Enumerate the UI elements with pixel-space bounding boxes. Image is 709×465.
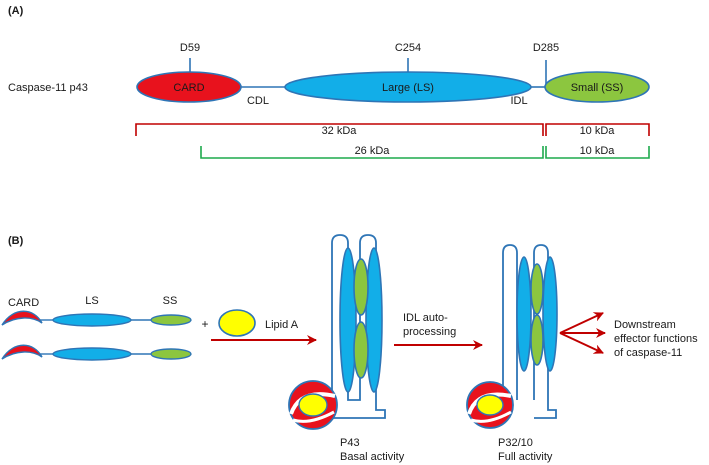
p43-activity: Basal activity bbox=[340, 451, 405, 463]
p43-name: P43 bbox=[340, 437, 360, 449]
p32-name: P32/10 bbox=[498, 437, 533, 449]
idl-label: IDL bbox=[510, 95, 527, 107]
monomer-ss-label: SS bbox=[163, 295, 178, 307]
idl-processing-line2: processing bbox=[403, 326, 456, 338]
lipid-a-label: Lipid A bbox=[265, 319, 299, 331]
cdl-label: CDL bbox=[247, 95, 269, 107]
site-d59: D59 bbox=[180, 42, 200, 54]
red-bracket-10kda bbox=[545, 123, 650, 136]
small-domain-label: Small (SS) bbox=[571, 82, 624, 94]
large-domain-label: Large (LS) bbox=[382, 82, 434, 94]
small-domain bbox=[544, 71, 650, 103]
red-bracket-32kda bbox=[135, 123, 544, 136]
panel-a-label: (A) bbox=[8, 5, 24, 17]
protein-name: Caspase-11 p43 bbox=[8, 82, 88, 94]
fragment-32kda: 32 kDa bbox=[322, 125, 358, 137]
site-c254: C254 bbox=[395, 42, 421, 54]
monomer-ls-label: LS bbox=[85, 295, 98, 307]
monomer-2-card-crescent bbox=[1, 344, 43, 360]
p43-lipid-a bbox=[298, 393, 328, 417]
green-bracket-10kda bbox=[545, 146, 650, 159]
downstream-line3: of caspase-11 bbox=[614, 347, 682, 359]
lipid-a-icon bbox=[218, 309, 256, 337]
card-domain bbox=[136, 71, 242, 103]
p32-activity: Full activity bbox=[498, 451, 553, 463]
green-bracket-26kda bbox=[200, 146, 544, 159]
monomer-2 bbox=[1, 344, 192, 361]
p32-lipid-a bbox=[476, 394, 504, 416]
idl-processing-line1: IDL auto- bbox=[403, 312, 448, 324]
large-domain bbox=[284, 71, 532, 103]
card-domain-label: CARD bbox=[173, 82, 204, 94]
monomer-card-label: CARD bbox=[8, 297, 39, 309]
monomer-1-card-crescent bbox=[1, 310, 43, 326]
downstream-arrows bbox=[559, 312, 606, 354]
monomer-1 bbox=[1, 310, 192, 327]
plus-sign: + bbox=[201, 317, 208, 331]
p32-complex bbox=[466, 244, 558, 429]
site-d285: D285 bbox=[533, 42, 559, 54]
p43-complex bbox=[288, 234, 386, 430]
fragment-10kda-green: 10 kDa bbox=[580, 145, 616, 157]
fragment-10kda-red: 10 kDa bbox=[580, 125, 616, 137]
downstream-line2: effector functions bbox=[614, 333, 698, 345]
downstream-line1: Downstream bbox=[614, 319, 676, 331]
fragment-26kda: 26 kDa bbox=[355, 145, 391, 157]
panel-b-label: (B) bbox=[8, 235, 24, 247]
